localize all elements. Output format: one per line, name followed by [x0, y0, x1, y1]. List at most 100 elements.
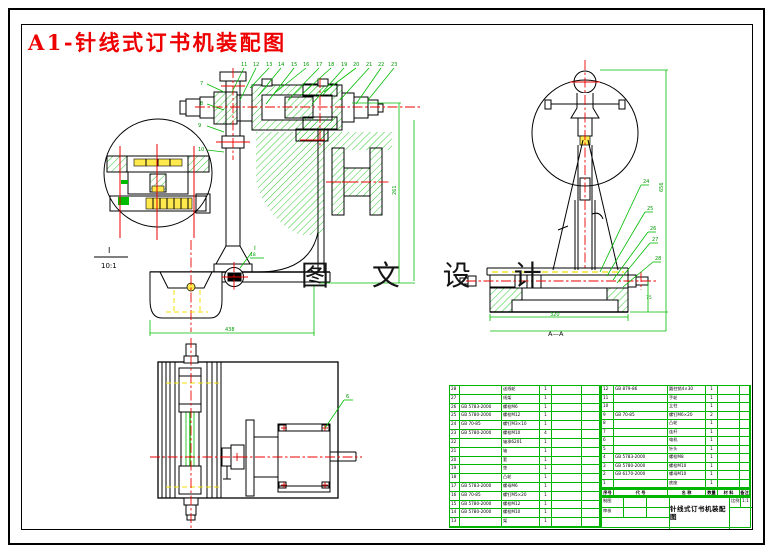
balloon-number: 25	[647, 206, 653, 212]
bom-cell-note	[740, 445, 750, 454]
bom-cell-qty: 1	[540, 447, 552, 457]
bom-cell-no: 24	[450, 421, 460, 431]
bom-cell-name: 立柱	[668, 403, 706, 412]
bom-cell-no: 6	[602, 437, 614, 446]
bom-cell-material	[552, 430, 582, 439]
bom-cell-qty: 1	[540, 509, 552, 519]
bom-cell-qty: 1	[540, 482, 552, 492]
bom-cell-no: 15	[450, 500, 460, 510]
bom-cell-no: 11	[602, 394, 614, 403]
balloon-number: 26	[650, 226, 656, 232]
balloon-number: 23	[391, 62, 397, 68]
bom-cell-no: 26	[450, 403, 460, 413]
bom-cell-material	[552, 465, 582, 475]
bom-header-code: 代 号	[614, 490, 668, 496]
bom-cell-material	[552, 482, 582, 492]
bom-cell-note	[582, 465, 600, 475]
balloon-numbers-left: 7 8 9 10	[198, 81, 204, 153]
bom-cell-code	[614, 394, 668, 403]
detail-scale-label: 10:1	[101, 262, 117, 270]
bom-cell-material	[718, 445, 740, 454]
bom-header-no: 序号	[602, 490, 614, 496]
bom-cell-qty: 1	[540, 518, 552, 527]
bom-cell-no: 25	[450, 412, 460, 422]
bom-cell-material	[718, 471, 740, 480]
bom-cell-code: GB 70-85	[460, 421, 502, 431]
bom-cell-note	[740, 403, 750, 412]
bom-cell-code: GB 5783-2000	[460, 403, 502, 413]
bom-cell-code: GB 70-85	[614, 411, 668, 420]
bom-cell-qty: 1	[540, 412, 552, 422]
bom-cell-qty: 4	[540, 430, 552, 439]
bom-cell-no: 18	[450, 474, 460, 483]
bom-cell-qty: 1	[706, 454, 718, 463]
bom-cell-no: 8	[602, 420, 614, 429]
bom-cell-qty: 1	[706, 420, 718, 429]
title-block-cell	[624, 508, 647, 518]
balloon-number: 7	[200, 81, 203, 87]
balloon-number: 27	[652, 237, 658, 243]
drawing-title: A1-针线式订书机装配图	[28, 30, 287, 55]
bom-cell-material	[552, 447, 582, 457]
bom-cell-qty: 1	[540, 474, 552, 483]
bom-cell-qty: 1	[706, 386, 718, 395]
bom-cell-code: GB 70-85	[460, 491, 502, 501]
balloon-number: 20	[353, 62, 359, 68]
bom-cell-code: GB 5780-2000	[460, 412, 502, 422]
watermark-text: 图 文 设 计	[301, 259, 559, 292]
dimension-label: 656	[659, 182, 665, 192]
title-block-cell	[647, 508, 670, 518]
bom-cell-no: 3	[602, 462, 614, 471]
bom-cell-code: GB 5780-2000	[460, 509, 502, 519]
bom-cell-qty: 1	[540, 394, 552, 404]
dimension-label: 261	[392, 185, 398, 195]
bom-cell-code: GB 5780-2000	[460, 500, 502, 510]
bom-cell-note	[740, 386, 750, 395]
bom-cell-name: 手轮	[668, 394, 706, 403]
title-block-cell	[602, 518, 670, 529]
side-view	[459, 60, 656, 313]
dimension-label: 18	[250, 252, 256, 258]
bom-cell-qty: 1	[540, 438, 552, 448]
bom-cell-qty: 1	[706, 428, 718, 437]
bom-cell-no: 9	[602, 411, 614, 420]
bom-cell-code	[460, 474, 502, 483]
bom-cell-note	[740, 420, 750, 429]
balloon-number: 14	[278, 62, 284, 68]
bom-cell-material	[718, 479, 740, 488]
bom-cell-name: 电机	[668, 437, 706, 446]
top-view-annotations	[324, 399, 353, 429]
bom-cell-name: 轴	[502, 447, 540, 457]
bom-cell-qty: 1	[540, 500, 552, 510]
scale-label: 比例	[730, 498, 741, 508]
bom-cell-no: 7	[602, 428, 614, 437]
balloon-number: 12	[253, 62, 259, 68]
bom-cell-note	[582, 412, 600, 422]
bom-cell-no: 10	[602, 403, 614, 412]
bom-cell-note	[582, 482, 600, 492]
bom-cell-no: 27	[450, 394, 460, 404]
balloon-number: 17	[316, 62, 322, 68]
bom-cell-code: GB 5780-2000	[460, 430, 502, 439]
detail-source-label: I	[254, 245, 256, 252]
bom-cell-qty: 2	[706, 411, 718, 420]
bom-cell-material	[552, 394, 582, 404]
bom-cell-name: 送线轮	[502, 386, 540, 395]
section-label: A—A	[548, 330, 564, 338]
bom-cell-no: 13	[450, 518, 460, 527]
balloon-number: 24	[643, 179, 649, 185]
bom-cell-name: 针头	[668, 445, 706, 454]
bom-cell-material	[552, 412, 582, 422]
balloon-number: 18	[328, 62, 334, 68]
bom-cell-code: GB 879-86	[614, 386, 668, 395]
bom-cell-name: 螺栓M10	[502, 430, 540, 439]
bom-cell-qty: 1	[540, 491, 552, 501]
